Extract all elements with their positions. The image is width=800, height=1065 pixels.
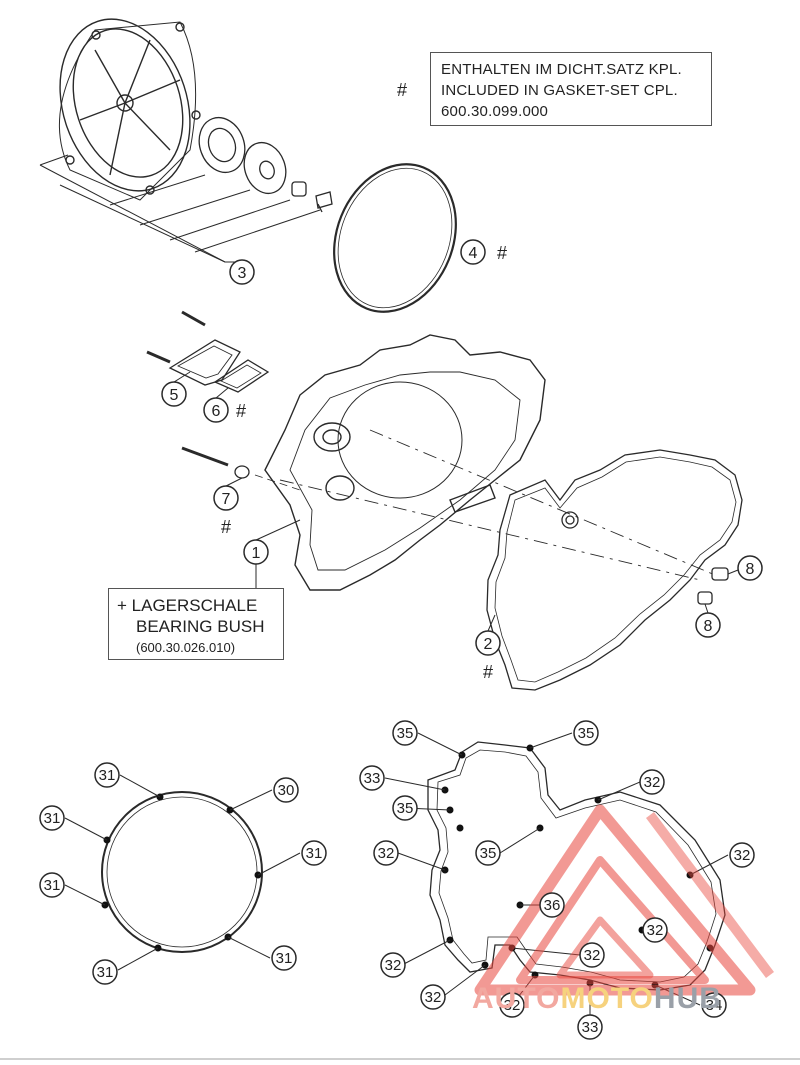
callout-ring-31-a: 31	[94, 762, 120, 788]
svg-text:8: 8	[704, 618, 713, 635]
o-ring-4	[333, 163, 457, 313]
o-ring-4-inner	[337, 167, 453, 309]
svg-text:2: 2	[484, 636, 493, 653]
svg-text:33: 33	[364, 770, 381, 787]
callout-8-upper: 8	[737, 555, 763, 581]
callout-gasket-32-d: 32	[642, 917, 668, 943]
bottom-divider	[0, 1058, 800, 1060]
callout-gasket-32-g: 32	[420, 984, 446, 1010]
svg-text:31: 31	[44, 877, 61, 894]
svg-text:35: 35	[397, 725, 414, 742]
callouts-gasket: 35 35 33 32 35 35 32 32 32 36 32 32 32 3…	[359, 720, 755, 1040]
svg-text:31: 31	[306, 845, 323, 862]
svg-text:32: 32	[584, 947, 601, 964]
svg-text:1: 1	[252, 545, 261, 562]
callout-ring-31-c: 31	[301, 840, 327, 866]
svg-text:32: 32	[378, 845, 395, 862]
svg-text:32: 32	[734, 847, 751, 864]
callout-7: 7	[213, 485, 239, 511]
svg-text:3: 3	[238, 265, 247, 282]
bearing-bush-note: + LAGERSCHALE BEARING BUSH (600.30.026.0…	[108, 588, 284, 660]
callout-gasket-32-f: 32	[579, 942, 605, 968]
callout-2: 2	[475, 630, 501, 656]
callout-gasket-35-a: 35	[392, 720, 418, 746]
callout-ring-30: 30	[273, 777, 299, 803]
callout-gasket-36: 36	[539, 892, 565, 918]
hash-gasket-box: #	[397, 80, 407, 100]
cover-5-and-gasket-6	[146, 310, 270, 479]
svg-text:31: 31	[99, 767, 116, 784]
main-cover-1	[254, 334, 716, 591]
svg-text:31: 31	[276, 950, 293, 967]
svg-text:30: 30	[278, 782, 295, 799]
callout-3-leaders	[39, 154, 321, 263]
callout-ring-31-f: 31	[92, 959, 118, 985]
gasket-note-line-german: ENTHALTEN IM DICHT.SATZ KPL.	[441, 61, 682, 78]
svg-text:31: 31	[97, 964, 114, 981]
svg-text:36: 36	[544, 897, 561, 914]
callout-ring-31-e: 31	[271, 945, 297, 971]
callout-8-lower: 8	[695, 612, 721, 638]
svg-text:5: 5	[170, 387, 179, 404]
ring-gasket-lower-left	[64, 774, 301, 971]
callout-gasket-32-e: 32	[380, 952, 406, 978]
callouts-ring: 31 30 31 31 31 31 31	[39, 762, 327, 985]
hash-7: #	[221, 517, 231, 537]
callout-4: 4	[460, 239, 486, 265]
svg-text:35: 35	[397, 800, 414, 817]
callout-ring-31-b: 31	[39, 805, 65, 831]
inspection-cover-parts	[198, 116, 333, 213]
callout-gasket-33-b: 33	[577, 1014, 603, 1040]
dowel-pins-8	[697, 567, 729, 605]
svg-text:32: 32	[425, 989, 442, 1006]
callout-gasket-35-b: 35	[573, 720, 599, 746]
hash-2: #	[483, 662, 493, 682]
svg-text:4: 4	[469, 245, 478, 262]
callout-3: 3	[229, 259, 255, 285]
bearing-note-line-german: + LAGERSCHALE	[117, 596, 258, 615]
svg-text:34: 34	[706, 997, 723, 1014]
hash-6: #	[236, 401, 246, 421]
gasket-set-note: ENTHALTEN IM DICHT.SATZ KPL. INCLUDED IN…	[430, 52, 712, 126]
gasket-2	[486, 449, 743, 691]
hash-markers: # # # # #	[221, 80, 507, 682]
bearing-note-part-number: (600.30.026.010)	[136, 640, 236, 655]
svg-text:32: 32	[647, 922, 664, 939]
svg-text:32: 32	[504, 997, 521, 1014]
callout-leaders-upper	[173, 371, 739, 632]
callout-ring-31-d: 31	[39, 872, 65, 898]
watermark-text-auto: AUTO	[472, 982, 561, 1015]
callout-1: 1	[243, 539, 269, 565]
gasket-note-part-number: 600.30.099.000	[441, 103, 549, 120]
callout-gasket-35-c: 35	[392, 795, 418, 821]
clutch-cover-drawing	[58, 18, 201, 201]
callout-gasket-34: 34	[701, 992, 727, 1018]
callout-gasket-32-c: 32	[729, 842, 755, 868]
watermark-logo	[474, 804, 774, 996]
svg-text:33: 33	[582, 1019, 599, 1036]
svg-text:32: 32	[644, 774, 661, 791]
svg-text:6: 6	[212, 403, 221, 420]
bearing-note-line-english: BEARING BUSH	[136, 617, 265, 636]
callout-gasket-32-b: 32	[373, 840, 399, 866]
callout-gasket-32-a: 32	[639, 769, 665, 795]
svg-text:8: 8	[746, 561, 755, 578]
watermark-text: AUTOMOTOHUB	[472, 982, 722, 1016]
callout-5: 5	[161, 381, 187, 407]
svg-text:7: 7	[222, 491, 231, 508]
hash-4: #	[497, 243, 507, 263]
svg-text:32: 32	[385, 957, 402, 974]
watermark-text-hub: HUB	[653, 982, 722, 1015]
svg-text:35: 35	[480, 845, 497, 862]
callout-6: 6	[203, 397, 229, 423]
watermark-text-moto: MOTO	[560, 982, 654, 1015]
callout-gasket-33-a: 33	[359, 765, 385, 791]
callout-gasket-35-d: 35	[475, 840, 501, 866]
svg-text:35: 35	[578, 725, 595, 742]
callouts-upper: 3 4 5 6 7 1 8 8 2	[161, 239, 763, 656]
gasket-note-line-english: INCLUDED IN GASKET-SET CPL.	[441, 82, 678, 99]
svg-text:31: 31	[44, 810, 61, 827]
callout-gasket-32-h: 32	[499, 992, 525, 1018]
